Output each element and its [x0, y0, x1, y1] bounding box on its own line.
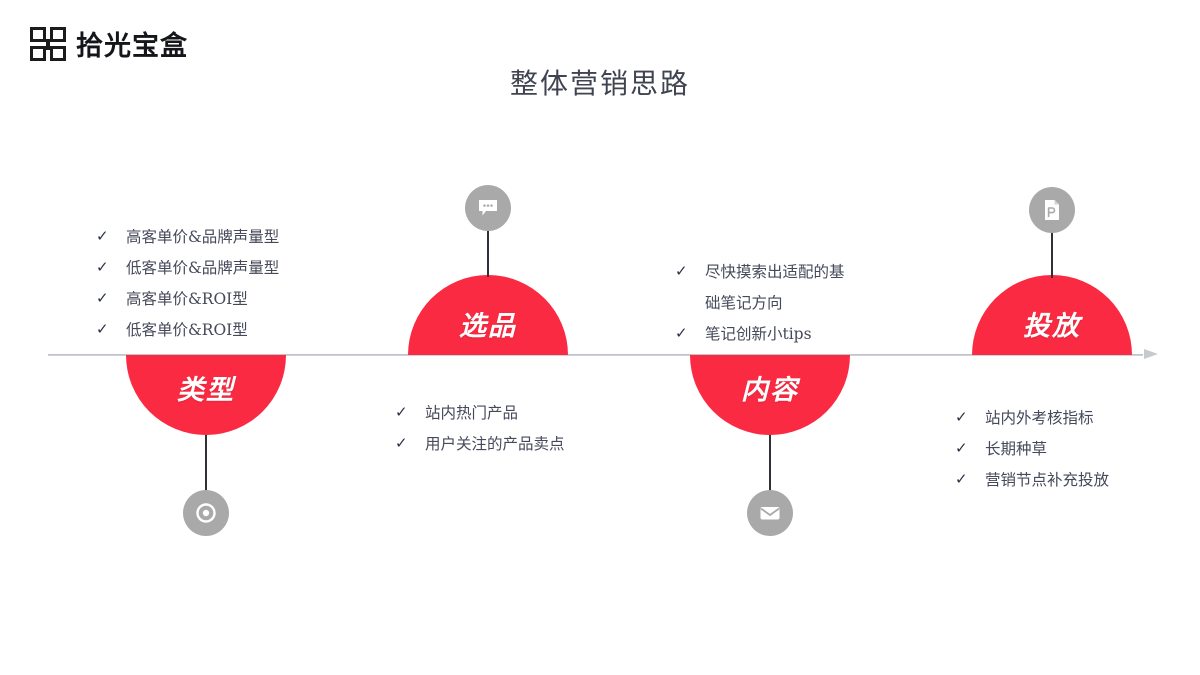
timeline-node-label: 类型 [177, 374, 235, 405]
list-item: ✓ 笔记创新小tips [675, 324, 845, 344]
check-icon: ✓ [395, 434, 408, 453]
list-item-label: 用户关注的产品卖点 [425, 435, 565, 454]
check-icon: ✓ [675, 324, 688, 343]
check-icon: ✓ [955, 439, 968, 458]
list-item: ✓ 长期种草 [955, 439, 1109, 459]
list-item: ✓ 用户关注的产品卖点 [395, 434, 565, 454]
list-item: ✓ 尽快摸索出适配的基 [675, 262, 845, 282]
connector-line-content [769, 435, 771, 493]
timeline-node-delivery[interactable]: 投放 [972, 275, 1132, 355]
brand-name: 拾光宝盒 [76, 31, 188, 62]
list-item: ✓ 站内热门产品 [395, 403, 565, 423]
check-icon: ✓ [96, 258, 109, 277]
list-item: ✓ 高客单价&品牌声量型 [96, 227, 279, 247]
list-item: ✓ 营销节点补充投放 [955, 470, 1109, 490]
timeline-node-label: 内容 [741, 374, 799, 405]
page-title: 整体营销思路 [509, 68, 690, 99]
bullet-list-delivery: ✓ 站内外考核指标 ✓ 长期种草 ✓ 营销节点补充投放 [955, 408, 1109, 501]
grid-square-logo-icon [30, 26, 66, 61]
chat-bubble-icon [465, 185, 511, 231]
list-item-continuation: ✓ 础笔记方向 [675, 293, 845, 313]
list-item-label: 础笔记方向 [705, 294, 783, 313]
brand-logo: 拾光宝盒 [30, 24, 188, 63]
check-icon: ✓ [395, 403, 408, 421]
list-item-label: 低客单价&ROI型 [126, 321, 248, 340]
timeline-node-selection[interactable]: 选品 [408, 275, 568, 355]
list-item-label: 站内外考核指标 [985, 409, 1094, 427]
list-item: ✓ 低客单价&品牌声量型 [96, 258, 279, 278]
list-item-label: 笔记创新小tips [705, 325, 812, 344]
timeline-node-label: 选品 [459, 310, 517, 341]
check-icon: ✓ [96, 320, 109, 339]
list-item-label: 长期种草 [985, 440, 1048, 459]
bullet-list-content: ✓ 尽快摸索出适配的基 ✓ 础笔记方向 ✓ 笔记创新小tips [675, 262, 845, 355]
list-item-label: 高客单价&ROI型 [126, 290, 248, 309]
bullet-list-selection: ✓ 站内热门产品 ✓ 用户关注的产品卖点 [395, 403, 565, 465]
check-icon: ✓ [955, 470, 968, 489]
timeline-axis [48, 349, 1158, 359]
location-pin-icon [183, 490, 229, 536]
connector-line-type [205, 435, 207, 493]
timeline-arrow-head-icon [1144, 349, 1158, 359]
timeline-node-content[interactable]: 内容 [690, 355, 850, 435]
list-item-label: 营销节点补充投放 [985, 471, 1110, 490]
list-item-label: 尽快摸索出适配的基 [705, 263, 845, 281]
connector-line-selection [487, 225, 489, 277]
check-icon: ✓ [955, 408, 968, 426]
timeline-node-label: 投放 [1023, 310, 1081, 341]
list-item: ✓ 高客单价&ROI型 [96, 289, 279, 309]
document-icon [1029, 187, 1075, 233]
envelope-icon [747, 490, 793, 536]
check-icon: ✓ [96, 289, 109, 308]
list-item-label: 高客单价&品牌声量型 [126, 228, 280, 246]
connector-line-delivery [1051, 228, 1053, 278]
list-item: ✓ 站内外考核指标 [955, 408, 1109, 428]
list-item-label: 站内热门产品 [425, 404, 519, 422]
bullet-list-type: ✓ 高客单价&品牌声量型 ✓ 低客单价&品牌声量型 ✓ 高客单价&ROI型 ✓ … [96, 227, 279, 352]
list-item-label: 低客单价&品牌声量型 [126, 259, 280, 278]
check-icon: ✓ [675, 262, 688, 280]
timeline-axis-line [48, 354, 1143, 356]
timeline-node-type[interactable]: 类型 [126, 355, 286, 435]
check-icon: ✓ [96, 227, 109, 245]
list-item: ✓ 低客单价&ROI型 [96, 320, 279, 340]
